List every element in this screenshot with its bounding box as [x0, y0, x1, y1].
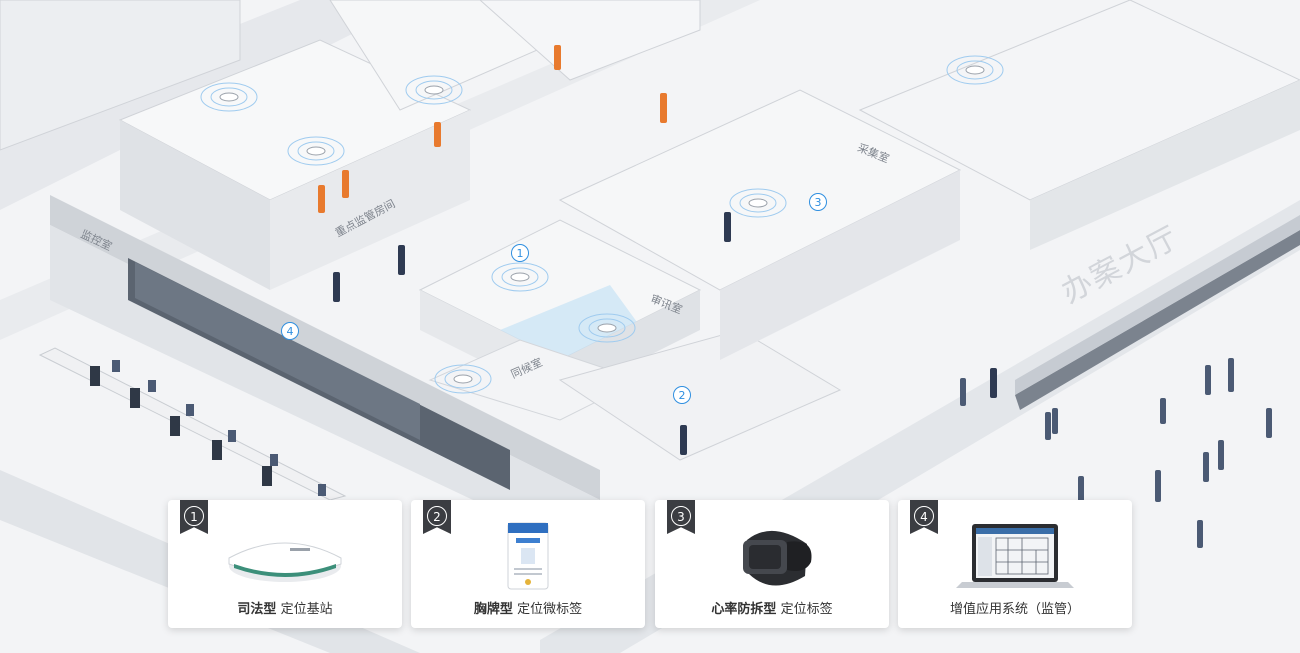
card-badge-tag[interactable]: 2 胸牌型 定位微标签 — [411, 500, 645, 628]
marker-1[interactable]: 1 — [511, 244, 529, 262]
card-number-tag: 3 — [667, 500, 695, 534]
card-caption: 司法型 定位基站 — [237, 602, 333, 617]
marker-4[interactable]: 4 — [281, 322, 299, 340]
card-number-tag: 1 — [180, 500, 208, 534]
card-monitoring-system[interactable]: 4 增值应用系统（监管） — [898, 500, 1132, 628]
card-caption: 胸牌型 定位微标签 — [473, 602, 583, 617]
card-base-station[interactable]: 1 司法型 定位基站 — [168, 500, 402, 628]
wristband-tag-icon — [743, 530, 812, 586]
marker-3[interactable]: 3 — [809, 193, 827, 211]
card-number-tag: 2 — [423, 500, 451, 534]
card-number-tag: 4 — [910, 500, 938, 534]
card-wristband-tag[interactable]: 3 心率防拆型 定位标签 — [655, 500, 889, 628]
card-caption: 心率防拆型 定位标签 — [711, 602, 833, 617]
laptop-system-icon — [956, 524, 1074, 588]
badge-tag-icon — [507, 522, 549, 590]
card-caption: 增值应用系统（监管） — [949, 602, 1080, 617]
ceiling-base-station-icon — [228, 542, 342, 582]
product-cards: 1 司法型 定位基站 2 胸牌型 定位微标签 3 心率防拆型 — [168, 500, 1132, 628]
marker-2[interactable]: 2 — [673, 386, 691, 404]
